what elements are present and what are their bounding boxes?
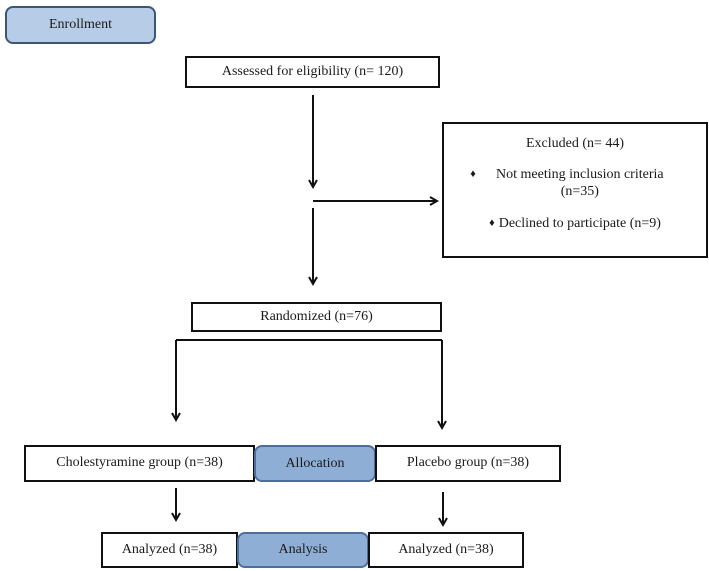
excluded-reason-2: ♦ Declined to participate (n=9)	[444, 216, 706, 233]
group-left-text: Cholestyramine group (n=38)	[56, 455, 223, 471]
randomized-box: Randomized (n=76)	[191, 302, 442, 332]
diamond-bullet-icon: ♦	[489, 217, 495, 230]
allocation-text: Allocation	[285, 455, 345, 471]
excluded-title: Excluded (n= 44)	[525, 136, 625, 151]
group-right-box: Placebo group (n=38)	[375, 445, 561, 482]
excluded-reason-1-text: Not meeting inclusion criteria (n=35)	[496, 166, 664, 199]
analysis-text: Analysis	[278, 542, 328, 557]
analyzed-right-text: Analyzed (n=38)	[398, 541, 494, 557]
excluded-box: Excluded (n= 44) ♦ Not meeting inclusion…	[442, 122, 708, 258]
enrollment-text: Enrollment	[49, 17, 112, 32]
excluded-reason-2-text: Declined to participate (n=9)	[498, 216, 661, 232]
randomized-text: Randomized (n=76)	[260, 308, 373, 324]
assessed-box: Assessed for eligibility (n= 120)	[185, 56, 440, 88]
group-right-text: Placebo group (n=38)	[406, 455, 530, 471]
diamond-bullet-icon: ♦	[470, 167, 476, 180]
assessed-text: Assessed for eligibility (n= 120)	[221, 63, 404, 79]
analysis-label: Analysis	[237, 532, 369, 568]
analyzed-right-box: Analyzed (n=38)	[368, 532, 524, 568]
analyzed-left-box: Analyzed (n=38)	[101, 532, 238, 568]
enrollment-label: Enrollment	[5, 6, 156, 44]
allocation-label: Allocation	[254, 445, 376, 482]
group-left-box: Cholestyramine group (n=38)	[24, 445, 255, 482]
analyzed-left-text: Analyzed (n=38)	[121, 541, 218, 557]
excluded-reason-1: ♦ Not meeting inclusion criteria (n=35)	[444, 167, 706, 201]
